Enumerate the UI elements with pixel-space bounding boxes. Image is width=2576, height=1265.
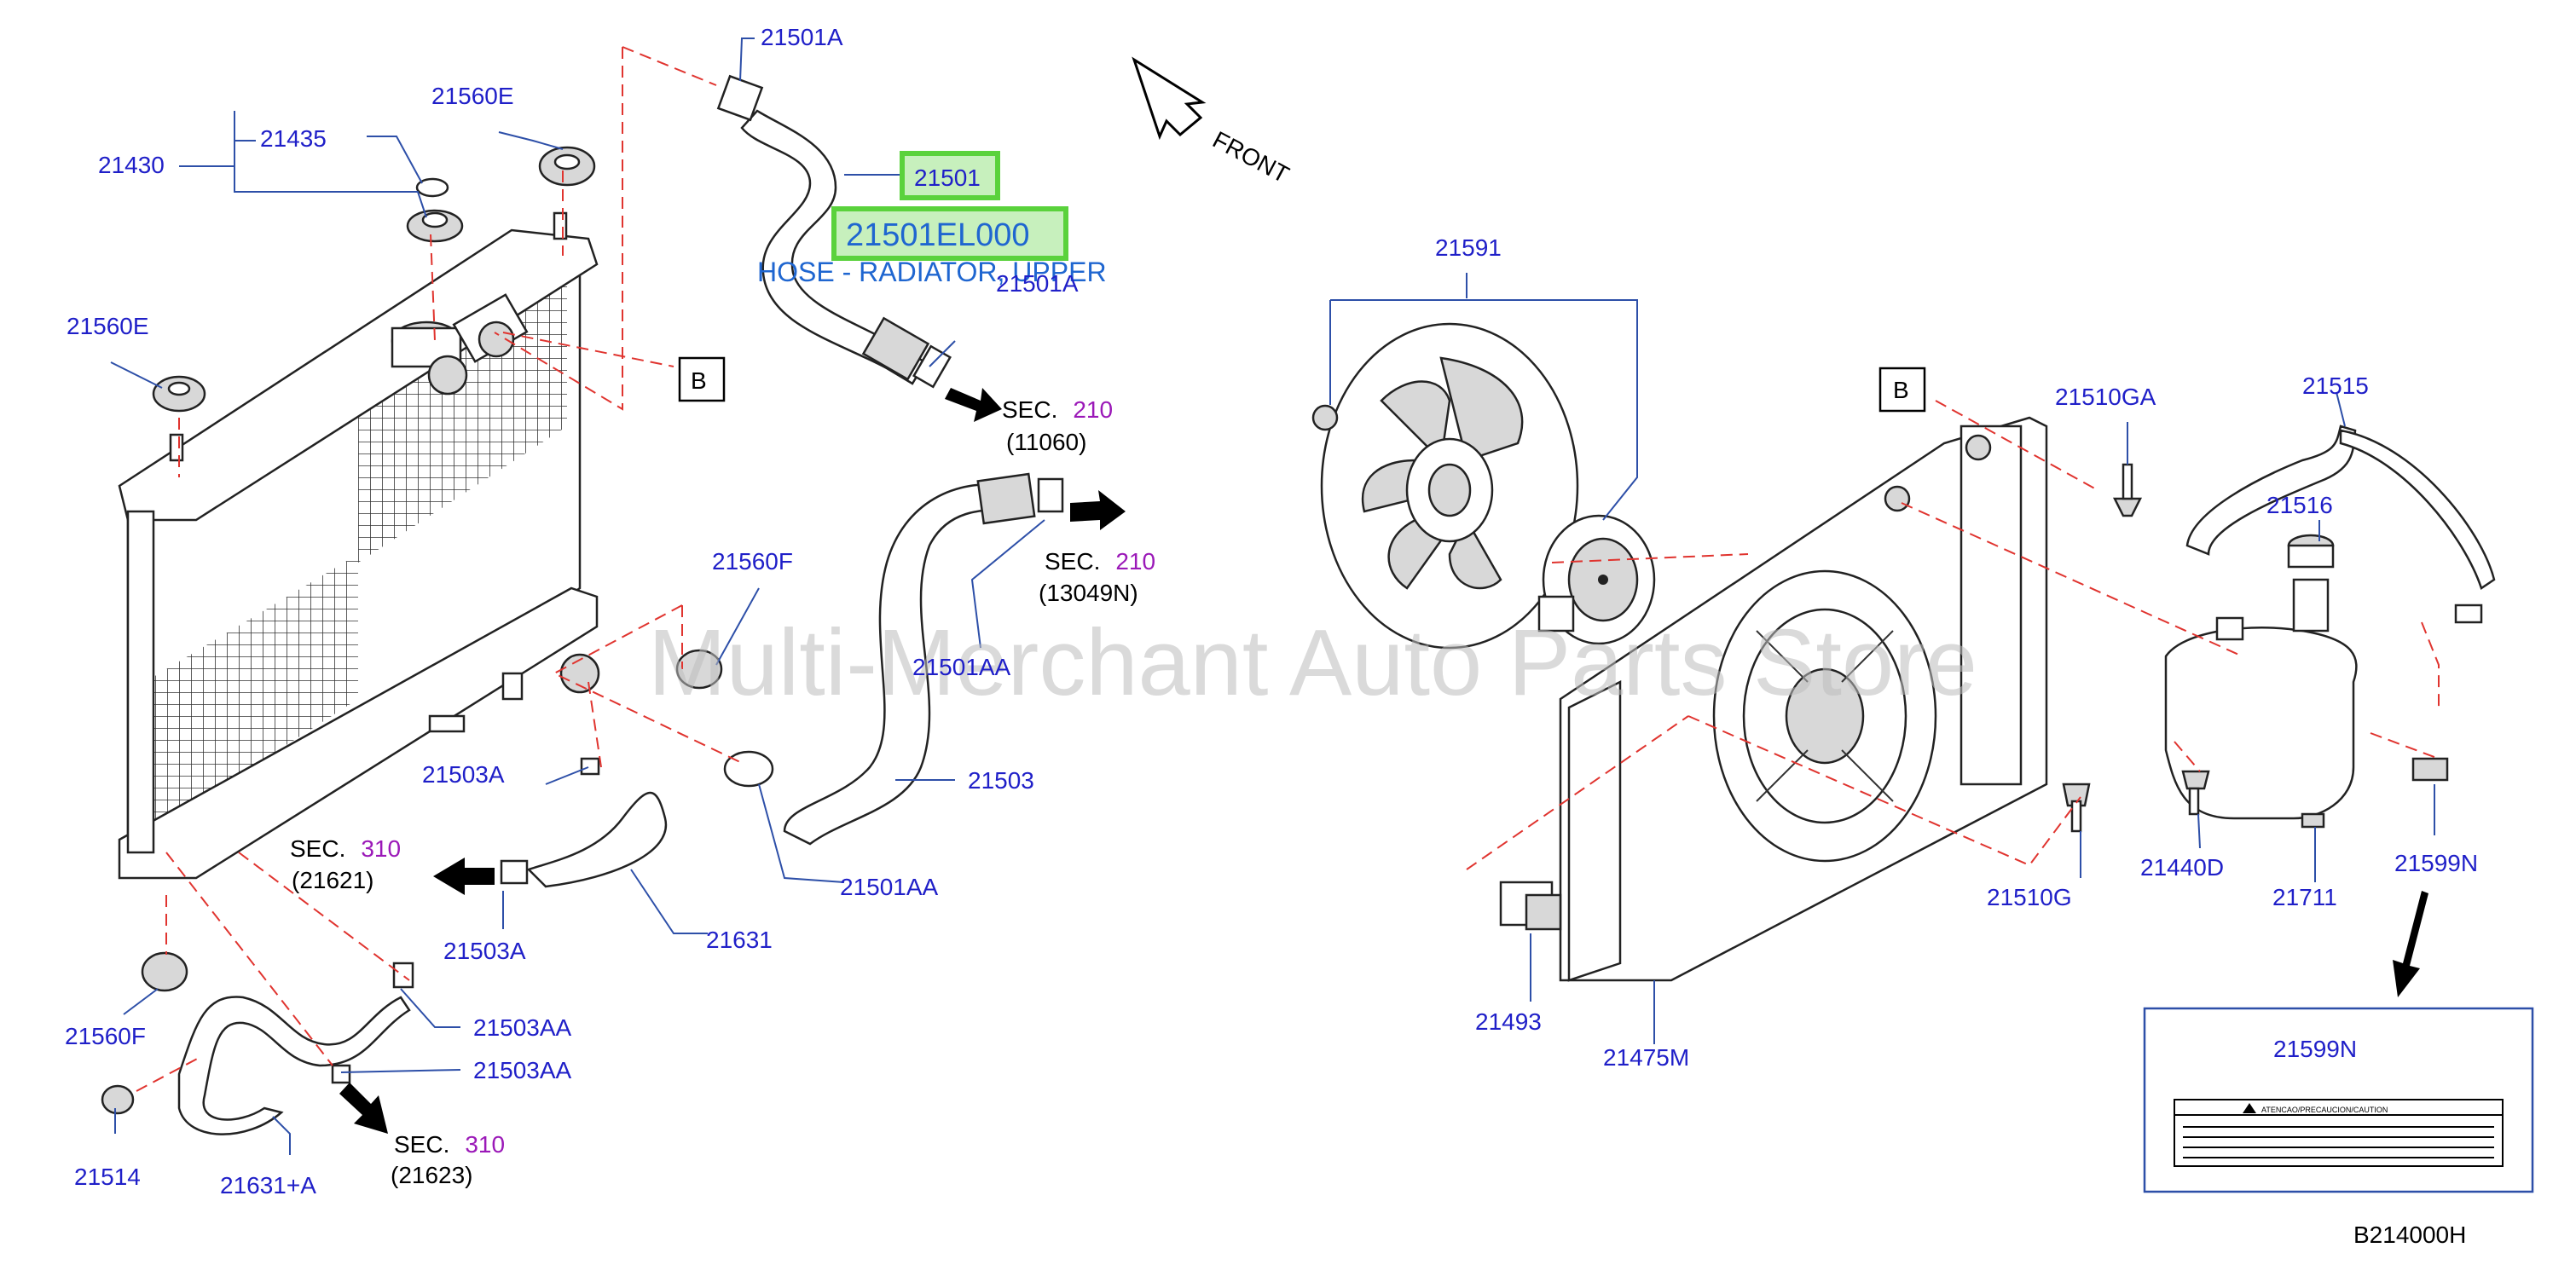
mount-rubber-top[interactable] (538, 146, 596, 187)
label-21501aa-lower[interactable]: 21501AA (840, 874, 939, 900)
cooling-fan-21591[interactable] (1311, 322, 1579, 650)
mount-rubber-lower-right[interactable] (675, 649, 723, 690)
highlight-part-number-box[interactable] (900, 151, 1000, 200)
label-21475m[interactable]: 21475M (1603, 1044, 1689, 1071)
reservoir-hose-21631[interactable] (500, 757, 668, 888)
highlight-description: HOSE - RADIATOR, UPPER (757, 257, 1107, 287)
label-21514[interactable]: 21514 (74, 1164, 141, 1190)
label-21510g[interactable]: 21510G (1987, 884, 2072, 910)
bolt-21440d[interactable] (2181, 770, 2210, 816)
label-21631[interactable]: 21631 (706, 927, 773, 953)
svg-text:(21621): (21621) (292, 867, 374, 893)
front-arrow (1132, 56, 1207, 141)
ref-box-b-left (678, 356, 726, 402)
caution-label-panel (2143, 1007, 2534, 1193)
reservoir-tank-21711[interactable] (2164, 578, 2358, 829)
caution-label-text: ATENCAO/PRECAUCION/CAUTION (2261, 1106, 2388, 1114)
ref-box-b-right (1878, 367, 1926, 413)
leader-lines (110, 38, 2435, 1155)
diagram-code: B214000H (2353, 1222, 2466, 1248)
svg-text:SEC.310: SEC.310 (290, 835, 401, 862)
bolt-21510g[interactable] (2062, 783, 2091, 833)
label-21501a-mid[interactable]: 21501A (996, 270, 1079, 297)
reservoir-hose-21515[interactable] (2185, 425, 2496, 624)
dashed-guides (136, 46, 2440, 1092)
label-21560f-bottom[interactable]: 21560F (65, 1023, 146, 1049)
label-21599n-small[interactable]: 21599N (2394, 850, 2478, 876)
section-ref-11060[interactable]: SEC.210 (11060) (1002, 396, 1113, 455)
label-21493[interactable]: 21493 (1475, 1008, 1542, 1035)
front-label: FRONT (1208, 126, 1294, 188)
section-ref-21621[interactable]: SEC.310 (21621) (290, 835, 401, 893)
radiator-cap[interactable] (406, 177, 464, 243)
label-21503a-upper[interactable]: 21503A (422, 761, 505, 788)
label-21560e-top[interactable]: 21560E (431, 83, 514, 109)
label-21430[interactable]: 21430 (98, 152, 165, 178)
ref-box-letter-right: B (1893, 377, 1909, 403)
svg-text:SEC.310: SEC.310 (394, 1131, 505, 1158)
bolt-21510ga[interactable] (2112, 463, 2143, 517)
label-21711[interactable]: 21711 (2272, 884, 2337, 910)
svg-text:(13049N): (13049N) (1039, 580, 1138, 606)
upper-radiator-hose[interactable] (716, 74, 952, 389)
highlight-catalog-number-box[interactable] (831, 206, 1068, 261)
label-21631-a[interactable]: 21631+A (220, 1172, 316, 1199)
label-21560f-mid[interactable]: 21560F (712, 548, 793, 575)
ref-box-letter-left: B (691, 367, 707, 394)
mount-rubber-left[interactable] (152, 375, 206, 413)
svg-text:SEC.210: SEC.210 (1045, 548, 1155, 575)
caution-label-small-21599n[interactable] (2411, 757, 2449, 782)
highlight-part-number[interactable]: 21501 (914, 165, 981, 191)
label-21560e-left[interactable]: 21560E (67, 313, 149, 339)
label-21501aa-mid[interactable]: 21501AA (912, 654, 1011, 680)
svg-text:(11060): (11060) (1006, 429, 1086, 455)
label-21503aa-upper[interactable]: 21503AA (473, 1014, 572, 1041)
hose-21631-a[interactable] (101, 962, 414, 1135)
fan-relay-21493[interactable] (1499, 881, 1562, 931)
label-21503[interactable]: 21503 (968, 767, 1034, 794)
label-21435[interactable]: 21435 (260, 125, 327, 152)
section-arrows (339, 388, 2428, 1134)
svg-text:SEC.210: SEC.210 (1002, 396, 1113, 423)
label-21510ga[interactable]: 21510GA (2055, 384, 2156, 410)
svg-text:(21623): (21623) (391, 1162, 473, 1188)
section-ref-21623[interactable]: SEC.310 (21623) (391, 1131, 505, 1188)
section-ref-13049n[interactable]: SEC.210 (13049N) (1039, 548, 1155, 606)
radiator[interactable] (118, 211, 600, 880)
label-21503a-lower[interactable]: 21503A (443, 938, 526, 964)
fan-motor[interactable] (1537, 514, 1656, 645)
label-21503aa-lower[interactable]: 21503AA (473, 1057, 572, 1083)
watermark: Multi-Merchant Auto Parts Store (648, 610, 1977, 715)
fan-shroud-21475m[interactable] (1559, 416, 2048, 982)
label-21440d[interactable]: 21440D (2140, 854, 2224, 881)
label-21591[interactable]: 21591 (1435, 234, 1502, 261)
mount-rubber-bottom[interactable] (141, 951, 188, 992)
reservoir-cap-21516[interactable] (2287, 534, 2335, 569)
label-21501a-top[interactable]: 21501A (761, 24, 843, 50)
label-21516[interactable]: 21516 (2266, 492, 2333, 518)
label-21515[interactable]: 21515 (2302, 373, 2369, 399)
label-21599n-panel[interactable]: 21599N (2273, 1036, 2357, 1062)
highlight-catalog-number[interactable]: 21501EL000 (846, 217, 1030, 253)
